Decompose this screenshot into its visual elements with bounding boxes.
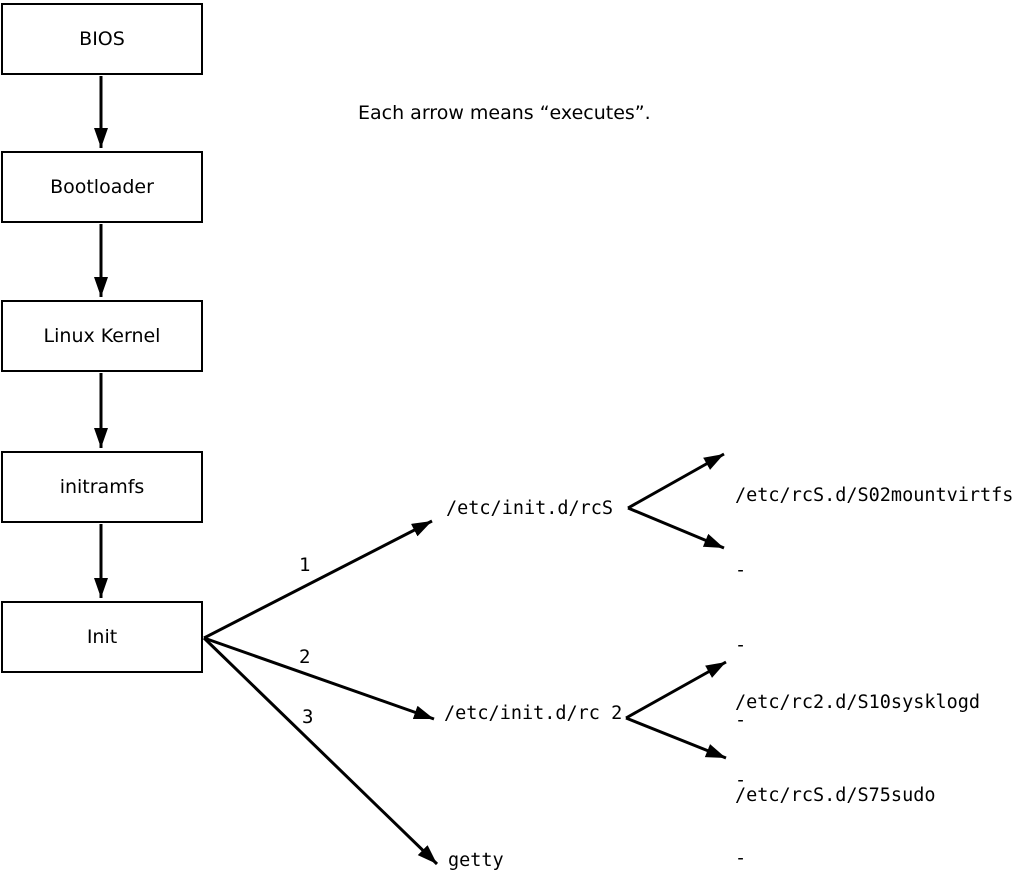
list-item: - xyxy=(735,710,747,731)
list-item: - xyxy=(735,560,747,581)
arrow-init-to-rc2 xyxy=(203,636,435,721)
list-item: - xyxy=(735,770,747,791)
branch-3-target-label: getty xyxy=(448,850,504,871)
arrow-init-to-getty xyxy=(202,636,439,866)
list-item: /etc/rcS.d/S02mountvirtfs xyxy=(735,485,1014,506)
flow-box-bios: BIOS xyxy=(1,3,203,75)
flow-box-linux-kernel: Linux Kernel xyxy=(1,300,203,372)
arrow-rcs-to-last-script xyxy=(627,506,725,550)
rc2-children-list: /etc/rc2.d/S10sysklogd - - - /etc/rc2.d/… xyxy=(735,638,980,875)
flow-box-bootloader-label: Bootloader xyxy=(50,176,154,198)
arrow-rc2-to-first-script xyxy=(625,660,727,720)
branch-2-number: 2 xyxy=(299,646,311,668)
rcs-children-list: /etc/rcS.d/S02mountvirtfs - - - /etc/rcS… xyxy=(735,433,1013,858)
flow-box-linux-kernel-label: Linux Kernel xyxy=(43,325,161,347)
branch-3-number: 3 xyxy=(302,706,314,728)
arrow-init-to-rcs xyxy=(203,519,433,640)
flow-box-initramfs: initramfs xyxy=(1,451,203,523)
list-item: - xyxy=(735,635,747,656)
arrow-rcs-to-first-script xyxy=(627,452,725,510)
list-item: /etc/rcS.d/S75sudo xyxy=(735,785,936,806)
branch-2-target-label: /etc/init.d/rc 2 xyxy=(444,703,623,724)
list-item: - xyxy=(735,848,747,869)
legend-note: Each arrow means “executes”. xyxy=(358,102,651,124)
flow-box-init-label: Init xyxy=(86,626,118,648)
flow-box-initramfs-label: initramfs xyxy=(59,476,145,498)
arrow-rc2-to-last-script xyxy=(625,716,727,760)
branch-1-number: 1 xyxy=(299,554,311,576)
branch-1-target-label: /etc/init.d/rcS xyxy=(446,498,614,519)
list-item: /etc/rc2.d/S10sysklogd xyxy=(735,692,981,713)
flow-box-bios-label: BIOS xyxy=(79,28,125,50)
flow-box-init: Init xyxy=(1,601,203,673)
flow-box-bootloader: Bootloader xyxy=(1,151,203,223)
